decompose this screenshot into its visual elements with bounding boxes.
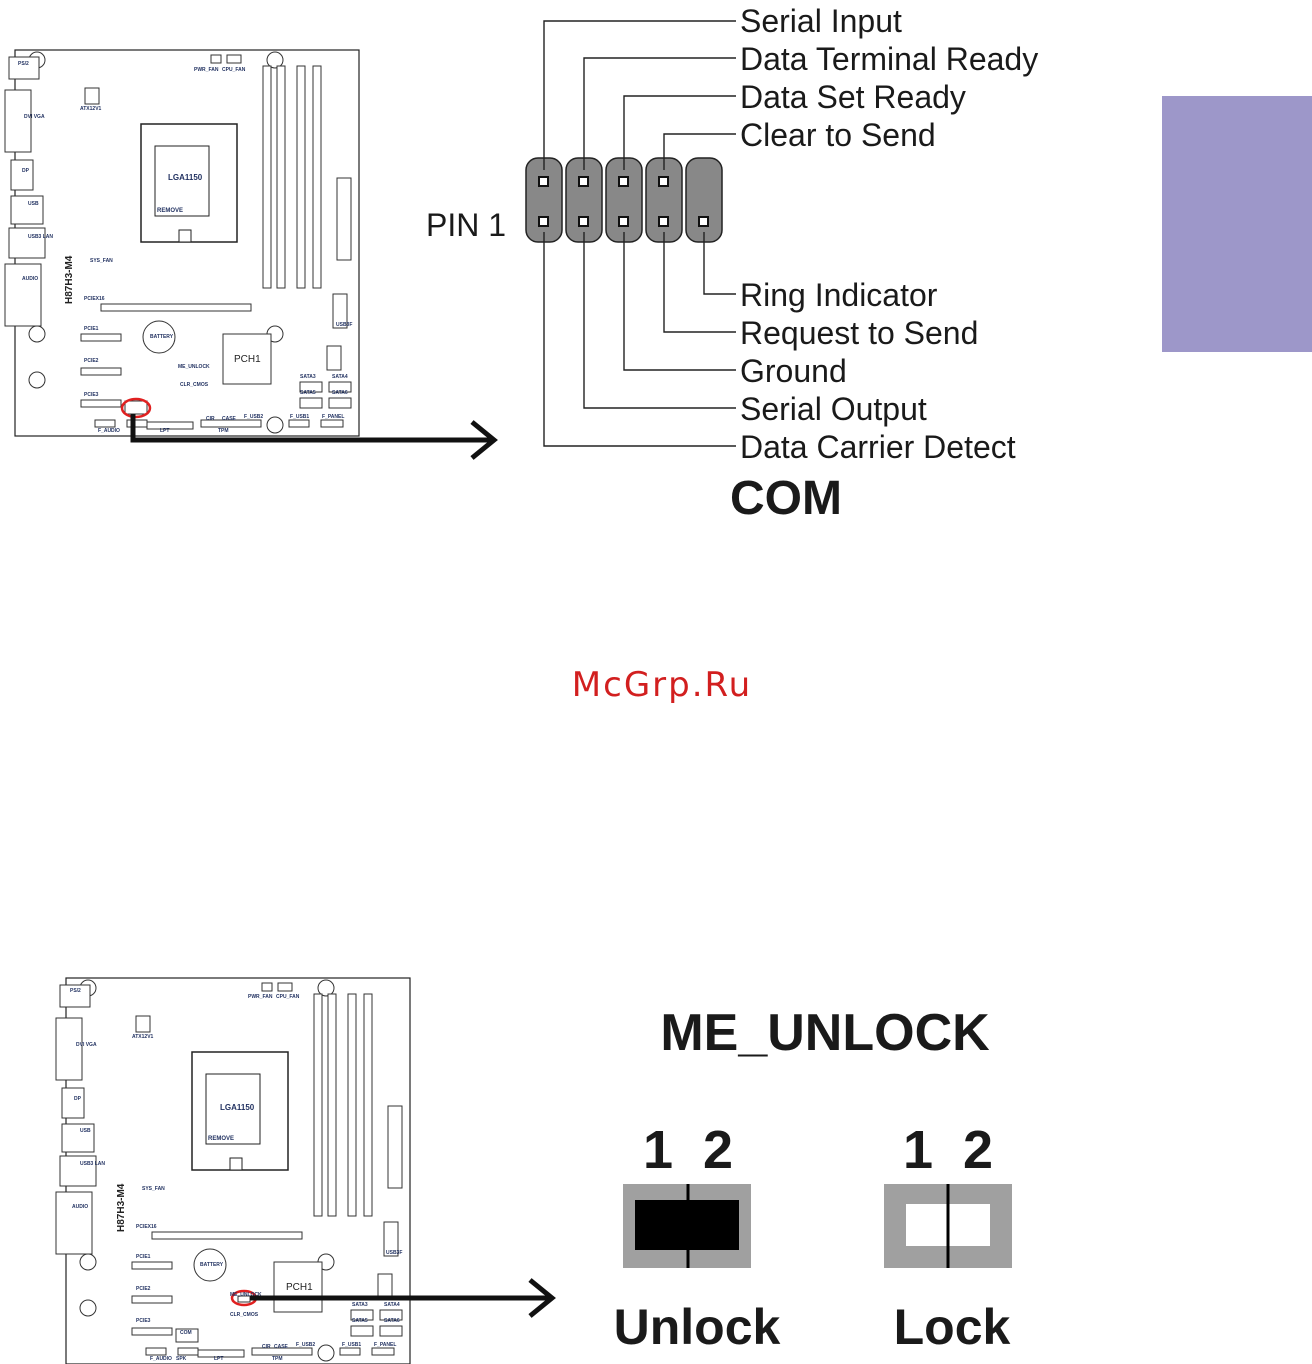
svg-text:SATA3: SATA3 [352,1302,368,1308]
svg-text:CIR: CIR [262,1344,271,1350]
svg-text:REMOVE: REMOVE [208,1136,234,1142]
svg-text:SATA6: SATA6 [384,1318,400,1324]
svg-text:LGA1150: LGA1150 [220,1103,255,1112]
svg-text:TPM: TPM [218,428,229,434]
pin-label-ground: Ground [740,353,847,389]
svg-text:CPU_FAN: CPU_FAN [222,67,246,73]
svg-text:PWR_FAN: PWR_FAN [248,994,273,1000]
svg-text:PCIE2: PCIE2 [136,1286,151,1292]
svg-text:SYS_FAN: SYS_FAN [90,258,113,264]
svg-text:REMOVE: REMOVE [157,208,183,214]
svg-text:SATA4: SATA4 [332,374,348,380]
unlock-jumper: 1 2 Unlock [614,1120,781,1355]
com-arrow [130,414,498,460]
svg-text:COM: COM [180,1330,192,1336]
svg-text:1 2: 1 2 [643,1120,733,1180]
svg-text:USB3F: USB3F [336,322,352,328]
svg-text:LGA1150: LGA1150 [168,173,203,182]
unlock-label: Unlock [614,1299,781,1355]
mb-bottom-labels: PS/2 ATX12V1 PWR_FAN CPU_FAN DVI VGA DP … [70,988,402,1362]
mb-top-labels: PS/2 ATX12V1 PWR_FAN CPU_FAN DVI VGA DP … [18,61,352,434]
svg-text:SYS_FAN: SYS_FAN [142,1186,165,1192]
svg-text:F_AUDIO: F_AUDIO [150,1356,172,1362]
svg-text:SATA3: SATA3 [300,374,316,380]
svg-text:F_USB2: F_USB2 [296,1342,315,1348]
svg-text:USB3 LAN: USB3 LAN [80,1161,105,1167]
svg-text:LPT: LPT [214,1356,223,1362]
svg-text:PCIE3: PCIE3 [136,1318,151,1324]
svg-text:SATA4: SATA4 [384,1302,400,1308]
svg-text:SATA5: SATA5 [300,390,316,396]
svg-text:CLR_CMOS: CLR_CMOS [230,1312,259,1318]
svg-text:USB: USB [80,1128,91,1134]
svg-text:H87H3-M4: H87H3-M4 [116,1183,127,1232]
pin-label-dcd: Data Carrier Detect [740,429,1016,465]
pin-label-rts: Request to Send [740,315,978,351]
svg-text:USB: USB [28,201,39,207]
com-title: COM [730,472,842,525]
lock-jumper: 1 2 Lock [884,1120,1012,1355]
me-unlock-arrow [250,1278,556,1318]
svg-text:1 2: 1 2 [903,1120,993,1180]
svg-text:PCIE1: PCIE1 [136,1254,151,1260]
svg-text:PCH1: PCH1 [286,1282,313,1293]
svg-text:F_PANEL: F_PANEL [322,414,344,420]
svg-text:PWR_FAN: PWR_FAN [194,67,219,73]
watermark: McGrp.Ru [572,665,752,705]
svg-text:CPU_FAN: CPU_FAN [276,994,300,1000]
svg-text:DP: DP [22,168,30,174]
svg-text:PS/2: PS/2 [70,988,81,994]
pin-label-ring-indicator: Ring Indicator [740,277,938,313]
svg-text:PCIE3: PCIE3 [84,392,99,398]
motherboard-top [4,49,360,437]
svg-text:H87H3-M4: H87H3-M4 [64,255,75,304]
svg-text:SATA5: SATA5 [352,1318,368,1324]
svg-text:CLR_CMOS: CLR_CMOS [180,382,209,388]
svg-text:PS/2: PS/2 [18,61,29,67]
com-pin-labels: Serial Input Data Terminal Ready Data Se… [740,3,1038,465]
svg-text:BATTERY: BATTERY [200,1262,224,1268]
svg-text:PCIE2: PCIE2 [84,358,99,364]
svg-text:ATX12V1: ATX12V1 [132,1034,154,1040]
svg-text:USB3 LAN: USB3 LAN [28,234,53,240]
me-unlock-title: ME_UNLOCK [660,1004,990,1062]
svg-text:PCIEX16: PCIEX16 [136,1224,157,1230]
pin1-label: PIN 1 [426,207,506,243]
pin-label-dtr: Data Terminal Ready [740,41,1038,77]
svg-text:CASE: CASE [222,416,237,422]
svg-text:DP: DP [74,1096,82,1102]
svg-text:ME_UNLOCK: ME_UNLOCK [178,364,210,370]
svg-text:USB3F: USB3F [386,1250,402,1256]
svg-text:ME_UNLOCK: ME_UNLOCK [230,1292,262,1298]
svg-text:SPK: SPK [176,1356,187,1362]
svg-text:DVI VGA: DVI VGA [76,1042,97,1048]
svg-text:F_USB2: F_USB2 [244,414,263,420]
pin-label-cts: Clear to Send [740,117,936,153]
side-tab [1162,96,1312,352]
pin-label-serial-output: Serial Output [740,391,927,427]
svg-text:LPT: LPT [160,428,169,434]
svg-text:PCIEX16: PCIEX16 [84,296,105,302]
svg-text:F_PANEL: F_PANEL [374,1342,396,1348]
svg-text:CIR: CIR [206,416,215,422]
svg-text:F_USB1: F_USB1 [342,1342,361,1348]
svg-text:AUDIO: AUDIO [22,276,38,282]
svg-text:PCH1: PCH1 [234,354,261,365]
svg-text:SATA6: SATA6 [332,390,348,396]
com-header [525,20,736,447]
svg-text:BATTERY: BATTERY [150,334,174,340]
svg-text:DVI VGA: DVI VGA [24,114,45,120]
svg-text:CASE: CASE [274,1344,289,1350]
pin-label-dsr: Data Set Ready [740,79,966,115]
svg-text:AUDIO: AUDIO [72,1204,88,1210]
com-highlight [120,397,152,419]
lock-label: Lock [894,1299,1011,1355]
pin-label-serial-input: Serial Input [740,3,902,39]
svg-text:ATX12V1: ATX12V1 [80,106,102,112]
svg-text:TPM: TPM [272,1356,283,1362]
svg-text:F_USB1: F_USB1 [290,414,309,420]
svg-text:PCIE1: PCIE1 [84,326,99,332]
svg-text:F_AUDIO: F_AUDIO [98,428,120,434]
